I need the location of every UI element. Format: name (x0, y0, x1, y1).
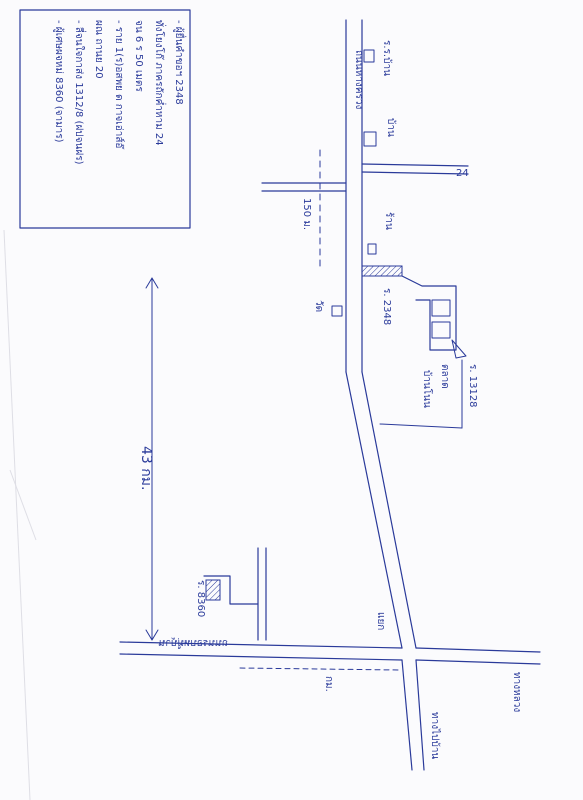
junction-label: แยก (375, 612, 386, 630)
house-a-label: บ้าน (385, 118, 397, 137)
dashed-measure: กม. (239, 667, 399, 692)
main-road-diagonal (345, 371, 417, 649)
temple-label: วัด (313, 300, 324, 312)
note-line-1: - ผู้ยื่นคำขอฯ 2348 (173, 20, 187, 105)
cross-road: ถนนรอบหมู่บ้าน ทางหลวง (119, 637, 541, 712)
note-line-4: - ราย 1(ร)อสพย ด กาจเอ่าส์อ๊ (113, 20, 125, 149)
driveway-13128: ร. 13128 ตลาด บ้านโนน (379, 275, 478, 429)
km-label: กม. (323, 676, 334, 692)
buildings-upper: บ้าน ร.ร.บ้าน (363, 40, 397, 147)
note-line-3: จน 6 ร 50 เมตร (133, 20, 144, 92)
note-line-2: ทั่งโยงโก๊ ภาครถักค่ำหาม 24 (153, 20, 167, 146)
parcel-8360: ร. 8360 แยก (195, 547, 386, 641)
school-label: ร.ร.บ้าน (381, 40, 393, 76)
side-road-24: 24 (361, 163, 469, 179)
side-road-150: 150 ม. (261, 149, 347, 271)
road-24-label: 24 (456, 168, 469, 179)
road-cross-label: ถนนรอบหมู่บ้าน (158, 637, 228, 649)
temple-marker: วัด (313, 300, 343, 317)
parcel-2348: ร. 2348 ร้าน (361, 212, 403, 325)
village-label: บ้านโนน (421, 370, 434, 408)
sign-south-label: ทางไปบ้าน (429, 712, 441, 759)
road-upper-label: ถนนหางครวง (353, 50, 364, 109)
note-line-5: ผณ ถานย 20 (93, 20, 104, 79)
note-box: - ผู้ยื่นคำขอฯ 2348 ทั่งโยงโก๊ ภาครถักค่… (19, 9, 191, 229)
distance-arrow: 43 กม. (138, 277, 159, 641)
note-line-7: - ผู้เศษผจหม่ 8360 (จามาร) (53, 20, 65, 143)
parcel-8360-label: ร. 8360 (195, 580, 206, 617)
scan-edge-lines (3, 229, 37, 800)
main-road-upper: ถนนหางครวง (345, 19, 364, 373)
sign-north-label: ทางหลวง (511, 672, 522, 712)
road-150-label: 150 ม. (301, 198, 312, 230)
main-road-lower: ทางไปบ้าน (401, 659, 441, 771)
parcel-13128-label: ร. 13128 (467, 364, 478, 408)
distance-label: 43 กม. (138, 446, 154, 490)
parcel-2348-label: ร. 2348 (381, 288, 392, 325)
note-line-6: - ลี่จนใจกาส่ง 1312/8 (ฝปจนฝร) (73, 20, 87, 165)
house-b-label: ร้าน (383, 212, 395, 230)
market-label: ตลาด (439, 364, 450, 389)
